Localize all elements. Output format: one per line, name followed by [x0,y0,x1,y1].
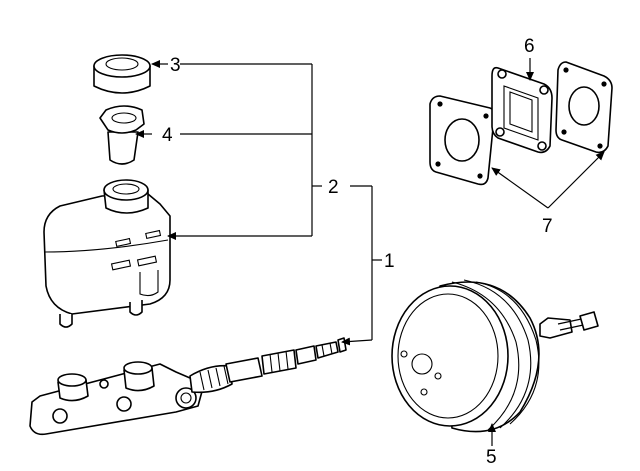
master-cylinder [29,337,347,436]
booster-plate [491,66,553,154]
callout-5: 5 [486,447,497,468]
leader-lines [135,58,605,446]
brake-booster [391,279,599,433]
reservoir-strainer [99,105,145,165]
callout-2: 2 [328,177,339,198]
callout-7: 7 [542,216,553,237]
booster-gasket-left [429,95,496,186]
brake-fluid-reservoir [43,179,171,328]
callout-4: 4 [162,125,173,146]
callout-6: 6 [524,36,535,57]
reservoir-cap [93,54,151,94]
booster-gasket-right [555,61,613,154]
callout-3: 3 [170,55,181,76]
callout-1: 1 [384,251,395,272]
